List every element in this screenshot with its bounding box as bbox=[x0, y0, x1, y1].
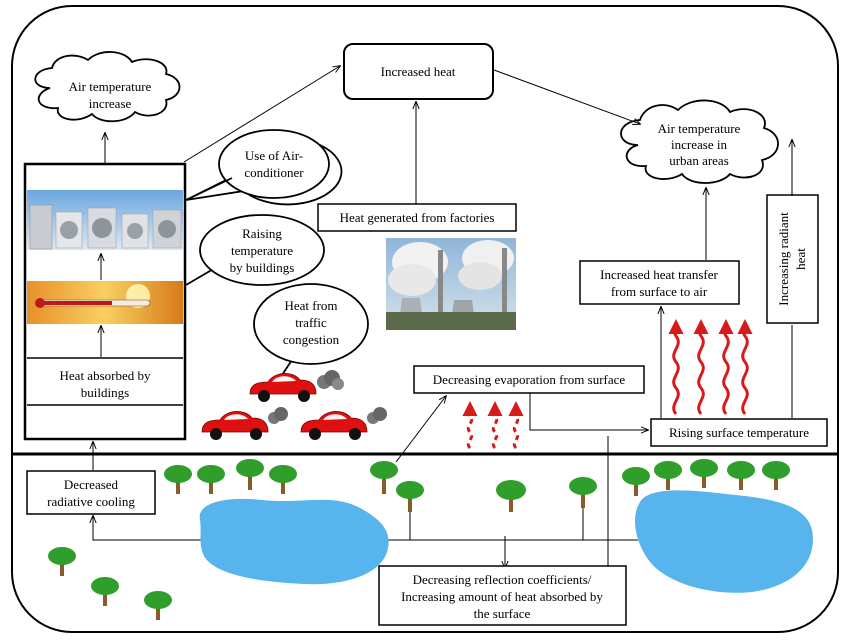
tree-icon bbox=[654, 461, 682, 490]
bubble-traffic-congestion: Heat from traffic congestion bbox=[253, 283, 369, 385]
bubble-traffic-line-2: traffic bbox=[295, 315, 327, 330]
bubble-raising-line-1: Raising bbox=[242, 226, 282, 241]
factories-label: Heat generated from factories bbox=[340, 210, 495, 225]
bubble-traffic-line-1: Heat from bbox=[284, 298, 337, 313]
pond-right bbox=[635, 490, 813, 593]
cloud-left-line-2: increase bbox=[89, 96, 132, 111]
cloud-right-line-2: increase in bbox=[671, 137, 727, 152]
tree-icon bbox=[164, 465, 192, 494]
increased-heat-label: Increased heat bbox=[381, 64, 456, 79]
connector-arrows bbox=[93, 66, 792, 568]
heat-absorbed-line-2: buildings bbox=[81, 385, 129, 400]
reflection-line-3: the surface bbox=[474, 606, 531, 621]
cloud-right-line-1: Air temperature bbox=[658, 121, 741, 136]
pond-left bbox=[199, 498, 389, 585]
radiative-cooling-line-1: Decreased bbox=[64, 477, 119, 492]
cloud-left-line-1: Air temperature bbox=[69, 79, 152, 94]
cloud-right-line-3: urban areas bbox=[669, 153, 729, 168]
bubble-raising-temperature: Raising temperature by buildings bbox=[185, 214, 325, 286]
car-icon bbox=[249, 370, 344, 402]
tree-icon bbox=[690, 459, 718, 488]
tree-icon bbox=[396, 481, 424, 512]
box-decreasing-reflection: Decreasing reflection coefficients/ Incr… bbox=[378, 565, 627, 626]
box-heat-from-factories: Heat generated from factories bbox=[317, 203, 517, 232]
tree-icon bbox=[269, 465, 297, 494]
tree-icon bbox=[762, 461, 790, 490]
car-icon bbox=[201, 407, 288, 440]
tree-icon bbox=[370, 461, 398, 494]
heat-absorbed-line-1: Heat absorbed by bbox=[60, 368, 151, 383]
tree-icon bbox=[144, 591, 172, 620]
car-icon bbox=[300, 407, 387, 440]
box-decreasing-evaporation: Decreasing evaporation from surface bbox=[413, 365, 645, 394]
box-increased-heat: Increased heat bbox=[343, 43, 494, 100]
bubble-raising-line-2: temperature bbox=[231, 243, 293, 258]
evaporation-arrows-icon bbox=[462, 401, 524, 450]
bubble-ac-line-2: conditioner bbox=[244, 165, 304, 180]
hot-sun-thermometer-photo bbox=[27, 281, 183, 324]
factory-photo bbox=[386, 238, 516, 330]
box-decreased-radiative-cooling: Decreased radiative cooling bbox=[26, 470, 156, 515]
box-increased-heat-transfer: Increased heat transfer from surface to … bbox=[579, 260, 740, 305]
bubble-raising-line-3: by buildings bbox=[230, 260, 295, 275]
heat-transfer-line-1: Increased heat transfer bbox=[600, 267, 718, 282]
heat-transfer-line-2: from surface to air bbox=[611, 284, 708, 299]
bubble-traffic-line-3: congestion bbox=[283, 332, 340, 347]
box-rising-surface-temperature: Rising surface temperature bbox=[650, 418, 828, 447]
bubble-ac-line-1: Use of Air- bbox=[245, 148, 303, 163]
rising-surface-label: Rising surface temperature bbox=[669, 425, 809, 440]
tree-icon bbox=[197, 465, 225, 494]
bubble-use-of-air-conditioner: Use of Air- conditioner bbox=[185, 129, 343, 206]
cloud-air-temperature-increase: Air temperature increase bbox=[34, 51, 181, 123]
outer-frame bbox=[11, 5, 839, 633]
evaporation-label: Decreasing evaporation from surface bbox=[433, 372, 626, 387]
trees bbox=[48, 459, 790, 620]
tree-icon bbox=[727, 461, 755, 490]
tree-icon bbox=[496, 480, 526, 512]
cloud-air-temperature-urban: Air temperature increase in urban areas bbox=[620, 99, 779, 184]
radiative-cooling-line-2: radiative cooling bbox=[47, 494, 135, 509]
building-column: Heat absorbed by buildings bbox=[23, 162, 187, 441]
radiant-heat-line-2: heat bbox=[793, 248, 808, 270]
reflection-line-2: Increasing amount of heat absorbed by bbox=[401, 589, 603, 604]
tree-icon bbox=[569, 477, 597, 508]
radiant-heat-line-1: Increasing radiant bbox=[776, 212, 791, 306]
tree-icon bbox=[622, 467, 650, 496]
air-conditioner-photo bbox=[27, 190, 183, 250]
tree-icon bbox=[236, 459, 264, 490]
heat-waves-icon bbox=[668, 319, 753, 415]
reflection-line-1: Decreasing reflection coefficients/ bbox=[413, 572, 592, 587]
tree-icon bbox=[48, 547, 76, 576]
tree-icon bbox=[91, 577, 119, 606]
box-increasing-radiant-heat: Increasing radiant heat bbox=[766, 194, 819, 324]
